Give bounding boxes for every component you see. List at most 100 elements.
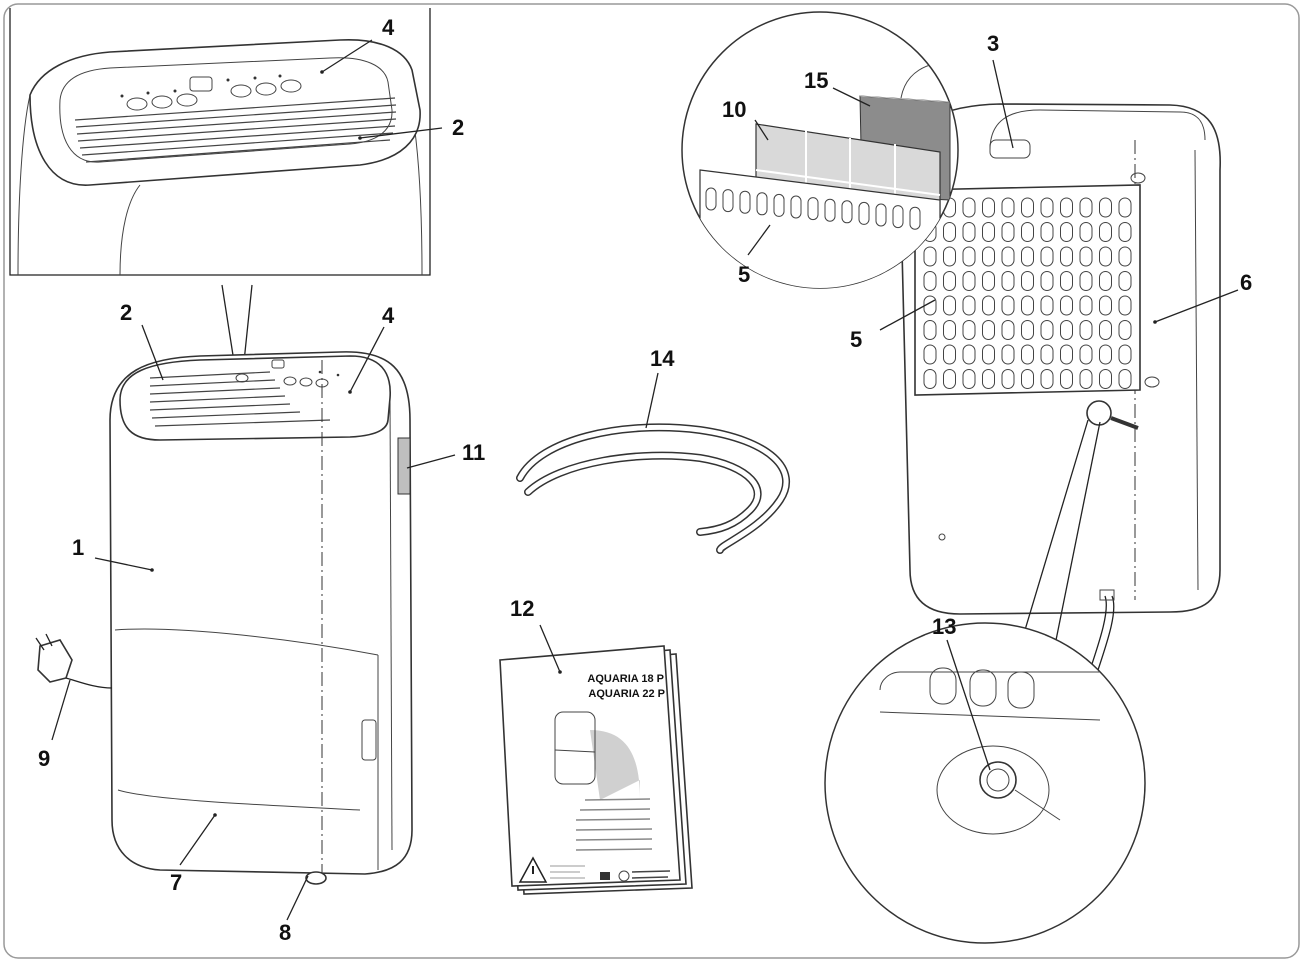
- grille-slot: [1118, 295, 1132, 316]
- label-12: 12: [510, 596, 534, 621]
- label-7: 7: [170, 870, 182, 895]
- grille-slot: [923, 369, 937, 389]
- grille-slot: [943, 344, 956, 365]
- grille-slot: [1099, 246, 1112, 267]
- grille-slot: [1099, 344, 1112, 365]
- detail-control-panel: [120, 74, 302, 111]
- grille-slot: [1001, 295, 1015, 316]
- detail-grille: [74, 97, 397, 163]
- grille-slot: [923, 271, 937, 291]
- grille-slot: [982, 246, 995, 267]
- grille-slot: [1021, 271, 1034, 291]
- detail-display: [189, 76, 213, 92]
- detail-top-rim: [29, 39, 421, 186]
- caster-wheel: [305, 871, 327, 885]
- grille-slot: [1060, 369, 1073, 389]
- grille-slot: [1060, 246, 1073, 267]
- manual-cover: [499, 645, 681, 887]
- brand-logo: [618, 870, 630, 882]
- grille-slot: [1021, 320, 1034, 340]
- label-8: 8: [279, 920, 291, 945]
- manual-title-1: AQUARIA 18 P: [587, 673, 664, 685]
- grille-slot: [1118, 222, 1132, 242]
- grille-slot: [962, 197, 976, 218]
- grille-slot: [962, 369, 976, 389]
- grille-slot: [1099, 271, 1112, 291]
- grille-slot: [1118, 271, 1132, 291]
- grille-slot: [982, 197, 995, 218]
- instruction-manual: AQUARIA 18 P AQUARIA 22 P: [499, 645, 693, 895]
- outer-frame: [3, 3, 1300, 959]
- leader-lines: [51, 39, 1239, 921]
- grille-slot: [1021, 222, 1034, 242]
- part-number-labels: 4 2 2 4 11 1 9 7 8 12 14 3 15 10 5 5 6 1…: [38, 15, 1252, 945]
- grille-slot: [1001, 246, 1015, 267]
- tank-divider: [114, 628, 379, 656]
- grille-slot-detail: [722, 189, 734, 213]
- grille-slot: [1099, 197, 1112, 218]
- grille-slot: [962, 344, 976, 365]
- grille-slot: [943, 222, 956, 242]
- grille-slot: [982, 320, 995, 340]
- grille-slot: [1040, 197, 1054, 218]
- grille-slot-detail: [909, 206, 921, 230]
- grille-slot: [1040, 369, 1054, 389]
- manual-product-image: [554, 711, 596, 785]
- grille-slot: [1040, 344, 1054, 365]
- grille-slot: [1021, 344, 1034, 365]
- grille-slot: [1079, 320, 1093, 340]
- grille-slot: [1040, 246, 1054, 267]
- grille-slot: [1001, 222, 1015, 242]
- grille-slot: [962, 320, 976, 340]
- label-4-detail: 4: [382, 15, 395, 40]
- grille-slot-detail: [892, 205, 904, 229]
- grille-slot: [1079, 344, 1093, 365]
- label-9: 9: [38, 746, 50, 771]
- grille-slot: [1001, 197, 1015, 218]
- handle-slot: [989, 139, 1031, 159]
- grille-slot: [982, 295, 995, 316]
- drain-hose: [516, 423, 790, 554]
- grille-slot: [923, 246, 937, 267]
- grille-slot: [1079, 222, 1093, 242]
- grille-slot: [923, 320, 937, 340]
- grille-slot: [1099, 295, 1112, 316]
- grille-slot: [1060, 197, 1073, 218]
- drain-nozzle: [979, 761, 1017, 799]
- grille-slot: [1118, 369, 1132, 389]
- grille-slot: [1060, 320, 1073, 340]
- label-1: 1: [72, 535, 84, 560]
- label-5-back: 5: [850, 327, 862, 352]
- grille-slot: [1079, 197, 1093, 218]
- grille-slot: [982, 222, 995, 242]
- grille-slot: [1060, 344, 1073, 365]
- warning-icon: [518, 856, 548, 883]
- label-14: 14: [650, 346, 675, 371]
- grille-slot: [982, 369, 995, 389]
- detail-box: [9, 8, 431, 276]
- grille-slot-detail: [739, 190, 751, 214]
- label-15: 15: [804, 68, 828, 93]
- grille-slot: [1040, 222, 1054, 242]
- label-2-detail: 2: [452, 115, 464, 140]
- power-plug: [37, 639, 73, 683]
- grille-slot: [1079, 295, 1093, 316]
- grille-slot-detail: [807, 197, 819, 221]
- grille-slot: [1118, 344, 1132, 365]
- grille-slot: [1079, 369, 1093, 389]
- grille-slot: [1099, 369, 1112, 389]
- grille-slot: [982, 344, 995, 365]
- grille-slot: [1040, 320, 1054, 340]
- grille-slot: [923, 344, 937, 365]
- manual-mark: [600, 872, 610, 880]
- grille-slot: [1099, 222, 1112, 242]
- grille-slot: [1001, 271, 1015, 291]
- label-10: 10: [722, 97, 746, 122]
- grille-slot: [1021, 369, 1034, 389]
- grille-slot-detail: [790, 195, 802, 219]
- grille-slot: [1001, 344, 1015, 365]
- front-grille: [149, 371, 331, 427]
- grille-slot: [962, 222, 976, 242]
- label-4-front: 4: [382, 303, 395, 328]
- top-panel-detail: [9, 8, 431, 276]
